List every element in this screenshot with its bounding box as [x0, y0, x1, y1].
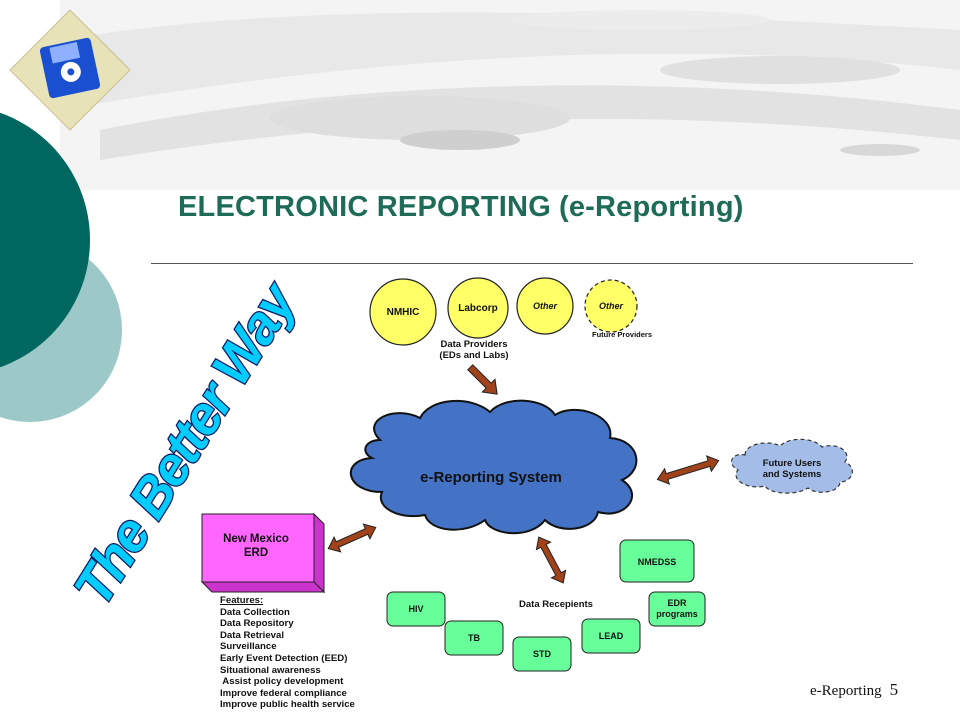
footer-label: e-Reporting	[810, 683, 882, 699]
arrow-system-future-users	[656, 455, 720, 485]
teal-dark-circle	[0, 112, 90, 368]
recipient-label: HIV	[408, 604, 423, 614]
recipient-label: EDR	[667, 598, 687, 608]
title-paren: (e-Reporting)	[558, 191, 744, 223]
recipient-label: NMEDSS	[638, 557, 677, 567]
recipient-node-nmedss: NMEDSS	[619, 539, 695, 583]
feature-item: Early Event Detection (EED)	[220, 652, 348, 664]
system-label: e-Reporting System	[420, 469, 562, 486]
provider-node-other: Other	[516, 277, 574, 335]
erd-sublabel: ERD	[244, 547, 268, 559]
new-mexico-erd-box: New Mexico ERD	[200, 512, 326, 594]
title-divider	[151, 263, 913, 264]
recipient-node-tb: TB	[444, 620, 504, 656]
recipient-node-hiv: HIV	[386, 591, 446, 627]
data-providers-subcaption: (EDs and Labs)	[439, 350, 508, 361]
provider-node-other-future: Other	[584, 279, 638, 333]
recipient-label: STD	[533, 649, 552, 659]
slide-title: ELECTRONIC REPORTING(e-Reporting)	[178, 191, 744, 224]
feature-item: Data Collection	[220, 606, 290, 618]
provider-label: NMHIC	[387, 307, 420, 318]
feature-item: Situational awareness	[220, 664, 321, 676]
erd-label: New Mexico	[223, 533, 289, 545]
arrow-erd-system	[327, 523, 377, 553]
future-systems-label: and Systems	[763, 469, 822, 480]
recipient-label: TB	[468, 633, 480, 643]
feature-item: Improve public health service	[220, 699, 355, 711]
provider-label: Other	[533, 301, 558, 311]
recipient-node-lead: LEAD	[581, 618, 641, 654]
feature-item: Improve federal compliance	[220, 687, 347, 699]
feature-item: Surveillance	[220, 641, 277, 653]
page-number: 5	[889, 680, 899, 699]
future-providers-caption: Future Providers	[592, 330, 652, 339]
features-heading: Features:	[220, 595, 264, 606]
title-main: ELECTRONIC REPORTING	[178, 191, 551, 223]
feature-item: Data Retrieval	[220, 629, 284, 641]
provider-label: Other	[599, 301, 624, 311]
feature-item: Data Repository	[220, 618, 294, 630]
recipient-node-edr-programs: EDR programs	[648, 591, 706, 627]
data-providers-caption: Data Providers	[440, 339, 507, 350]
recipient-sublabel: programs	[656, 609, 698, 619]
feature-item: Assist policy development	[220, 676, 344, 688]
provider-node-nmhic: NMHIC	[369, 278, 437, 346]
e-reporting-system-cloud: e-Reporting System	[349, 399, 638, 535]
recipient-label: LEAD	[599, 631, 624, 641]
floppy-disk-icon	[9, 9, 131, 131]
future-users-label: Future Users	[763, 458, 822, 469]
arrow-system-recipients	[535, 536, 567, 584]
future-users-cloud: Future Users and Systems	[730, 438, 853, 494]
arrow-providers-to-system	[467, 364, 498, 395]
provider-label: Labcorp	[458, 303, 497, 314]
slide-footer: e-Reporting 5	[810, 680, 898, 700]
provider-node-labcorp: Labcorp	[447, 277, 509, 339]
header-swoosh	[60, 0, 960, 190]
features-list: Features: Data Collection Data Repositor…	[220, 595, 355, 711]
recipient-node-std: STD	[512, 636, 572, 672]
data-recipients-caption: Data Recepients	[519, 599, 593, 610]
